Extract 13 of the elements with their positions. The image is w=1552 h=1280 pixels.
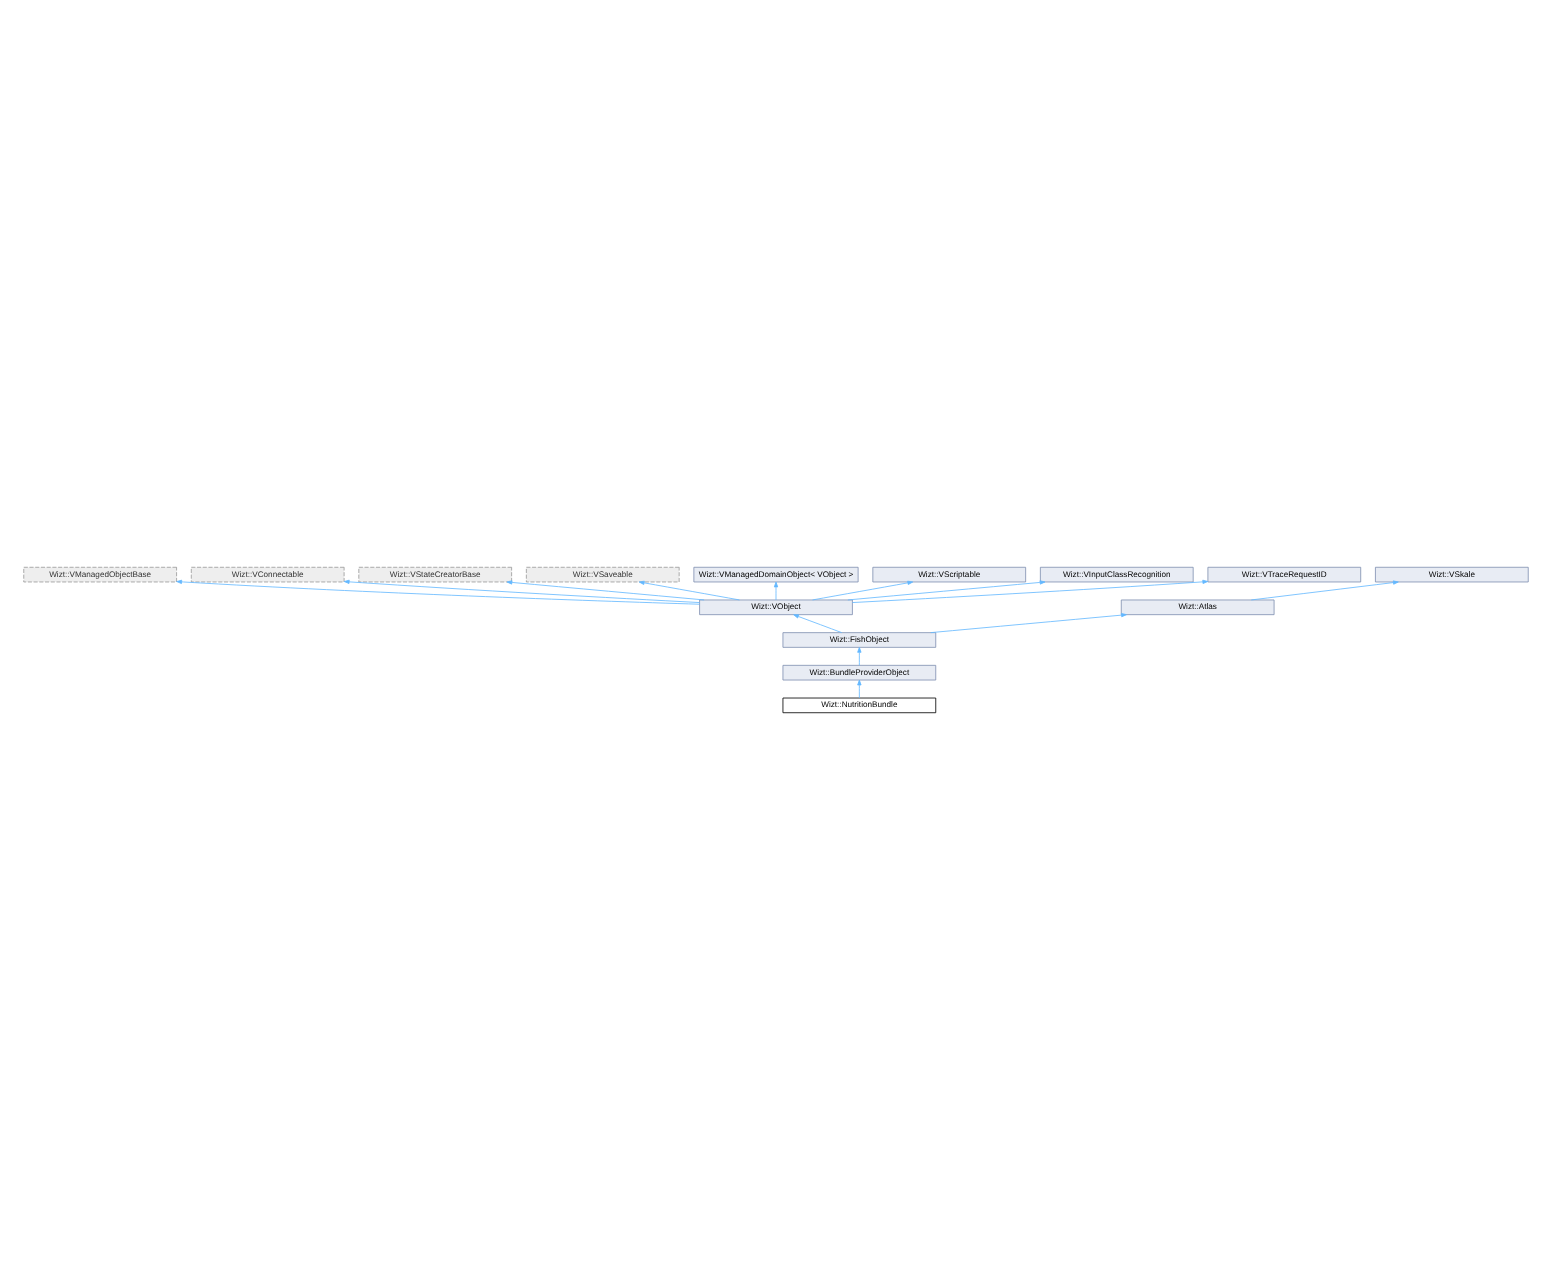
arrow — [176, 579, 700, 605]
arrow — [506, 580, 705, 601]
arrow — [1250, 580, 1399, 601]
arrow — [857, 647, 862, 666]
arrow — [638, 580, 740, 601]
arrow — [343, 579, 700, 603]
arrow — [812, 580, 914, 601]
arrow — [852, 579, 1209, 603]
arrow — [793, 614, 843, 633]
arrow — [847, 580, 1046, 601]
arrow — [773, 581, 779, 601]
arrow — [930, 613, 1127, 634]
arrow — [857, 679, 862, 699]
